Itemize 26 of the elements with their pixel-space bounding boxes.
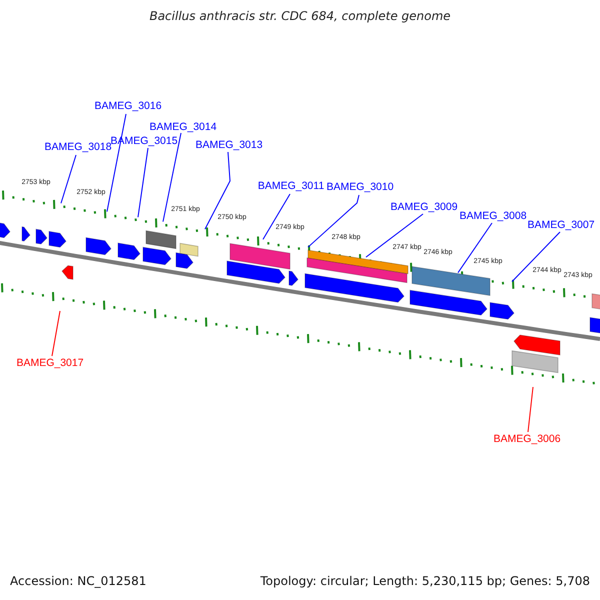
- leader-line: [512, 232, 560, 282]
- leader-line: [162, 132, 182, 222]
- leader-line: [138, 148, 148, 218]
- leader-line: [308, 194, 360, 248]
- footer-text: Topology: circular; Length: 5,230,115 bp; Genes: 5,708: [260, 575, 590, 589]
- leader-line: [204, 152, 230, 230]
- gene-label: BAMEG_3013: [195, 139, 263, 152]
- gene-label: BAMEG_3009: [390, 201, 458, 214]
- gene-label: BAMEG_3010: [326, 181, 394, 194]
- gene-label: BAMEG_3011: [258, 180, 324, 192]
- gene-label: BAMEG_3014: [149, 121, 217, 134]
- gene-label: BAMEG_3008: [459, 210, 527, 222]
- leader-line: [106, 114, 126, 212]
- leader-line: [262, 194, 290, 240]
- leader-line: [528, 386, 534, 432]
- leader-line: [458, 222, 492, 274]
- gene-label: BAMEG_3017: [16, 357, 84, 370]
- gene-label: BAMEG_3007: [527, 219, 595, 232]
- gene-label: BAMEG_3006: [493, 433, 561, 446]
- title-text: Bacillus anthracis str. CDC 684, complete genome: [149, 10, 451, 24]
- footer-text: Accession: NC_012581: [10, 575, 146, 589]
- gene-label: BAMEG_3016: [94, 100, 162, 112]
- leader-line: [52, 310, 60, 356]
- leader-line: [366, 214, 424, 258]
- leader-line: [60, 154, 76, 204]
- gene-label: BAMEG_3018: [44, 141, 112, 154]
